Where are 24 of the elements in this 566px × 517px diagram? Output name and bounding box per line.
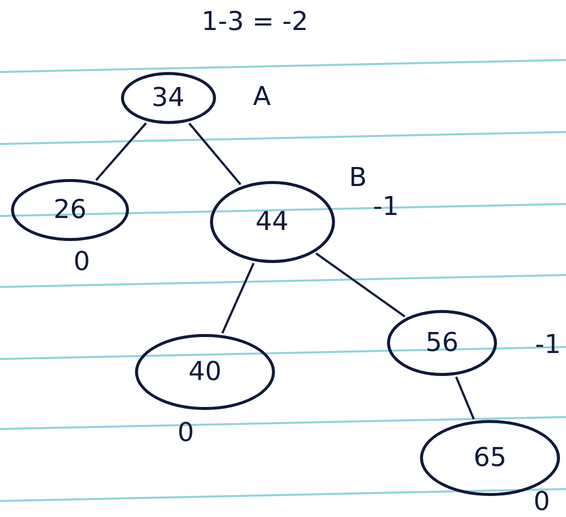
- tree-node-ellipse: [210, 181, 334, 263]
- tree-edge: [95, 122, 147, 181]
- balance-annotation: 0: [534, 487, 550, 517]
- node-value: 65: [473, 443, 507, 473]
- tree-edge: [315, 252, 406, 318]
- tree-node-ellipse: [120, 72, 216, 124]
- node-value: 26: [53, 195, 87, 225]
- balance-calculation: 1-3 = -2: [202, 7, 308, 37]
- balance-annotation: -1: [535, 330, 561, 360]
- tree-edge: [188, 122, 242, 186]
- balance-annotation: 0: [74, 247, 90, 277]
- tree-node-ellipse: [11, 179, 129, 241]
- node-value: 44: [255, 207, 289, 237]
- node-value: 34: [151, 83, 185, 113]
- balance-annotation: 0: [178, 418, 194, 448]
- tree-edge: [221, 262, 255, 334]
- balance-annotation: -1: [373, 192, 399, 222]
- balance-annotation: A: [253, 82, 271, 112]
- tree-node-ellipse: [135, 334, 275, 410]
- node-value: 56: [425, 328, 459, 358]
- node-value: 40: [188, 357, 222, 387]
- balance-annotation: B: [349, 163, 367, 193]
- tree-edge: [455, 376, 475, 420]
- tree-node-ellipse: [387, 310, 497, 376]
